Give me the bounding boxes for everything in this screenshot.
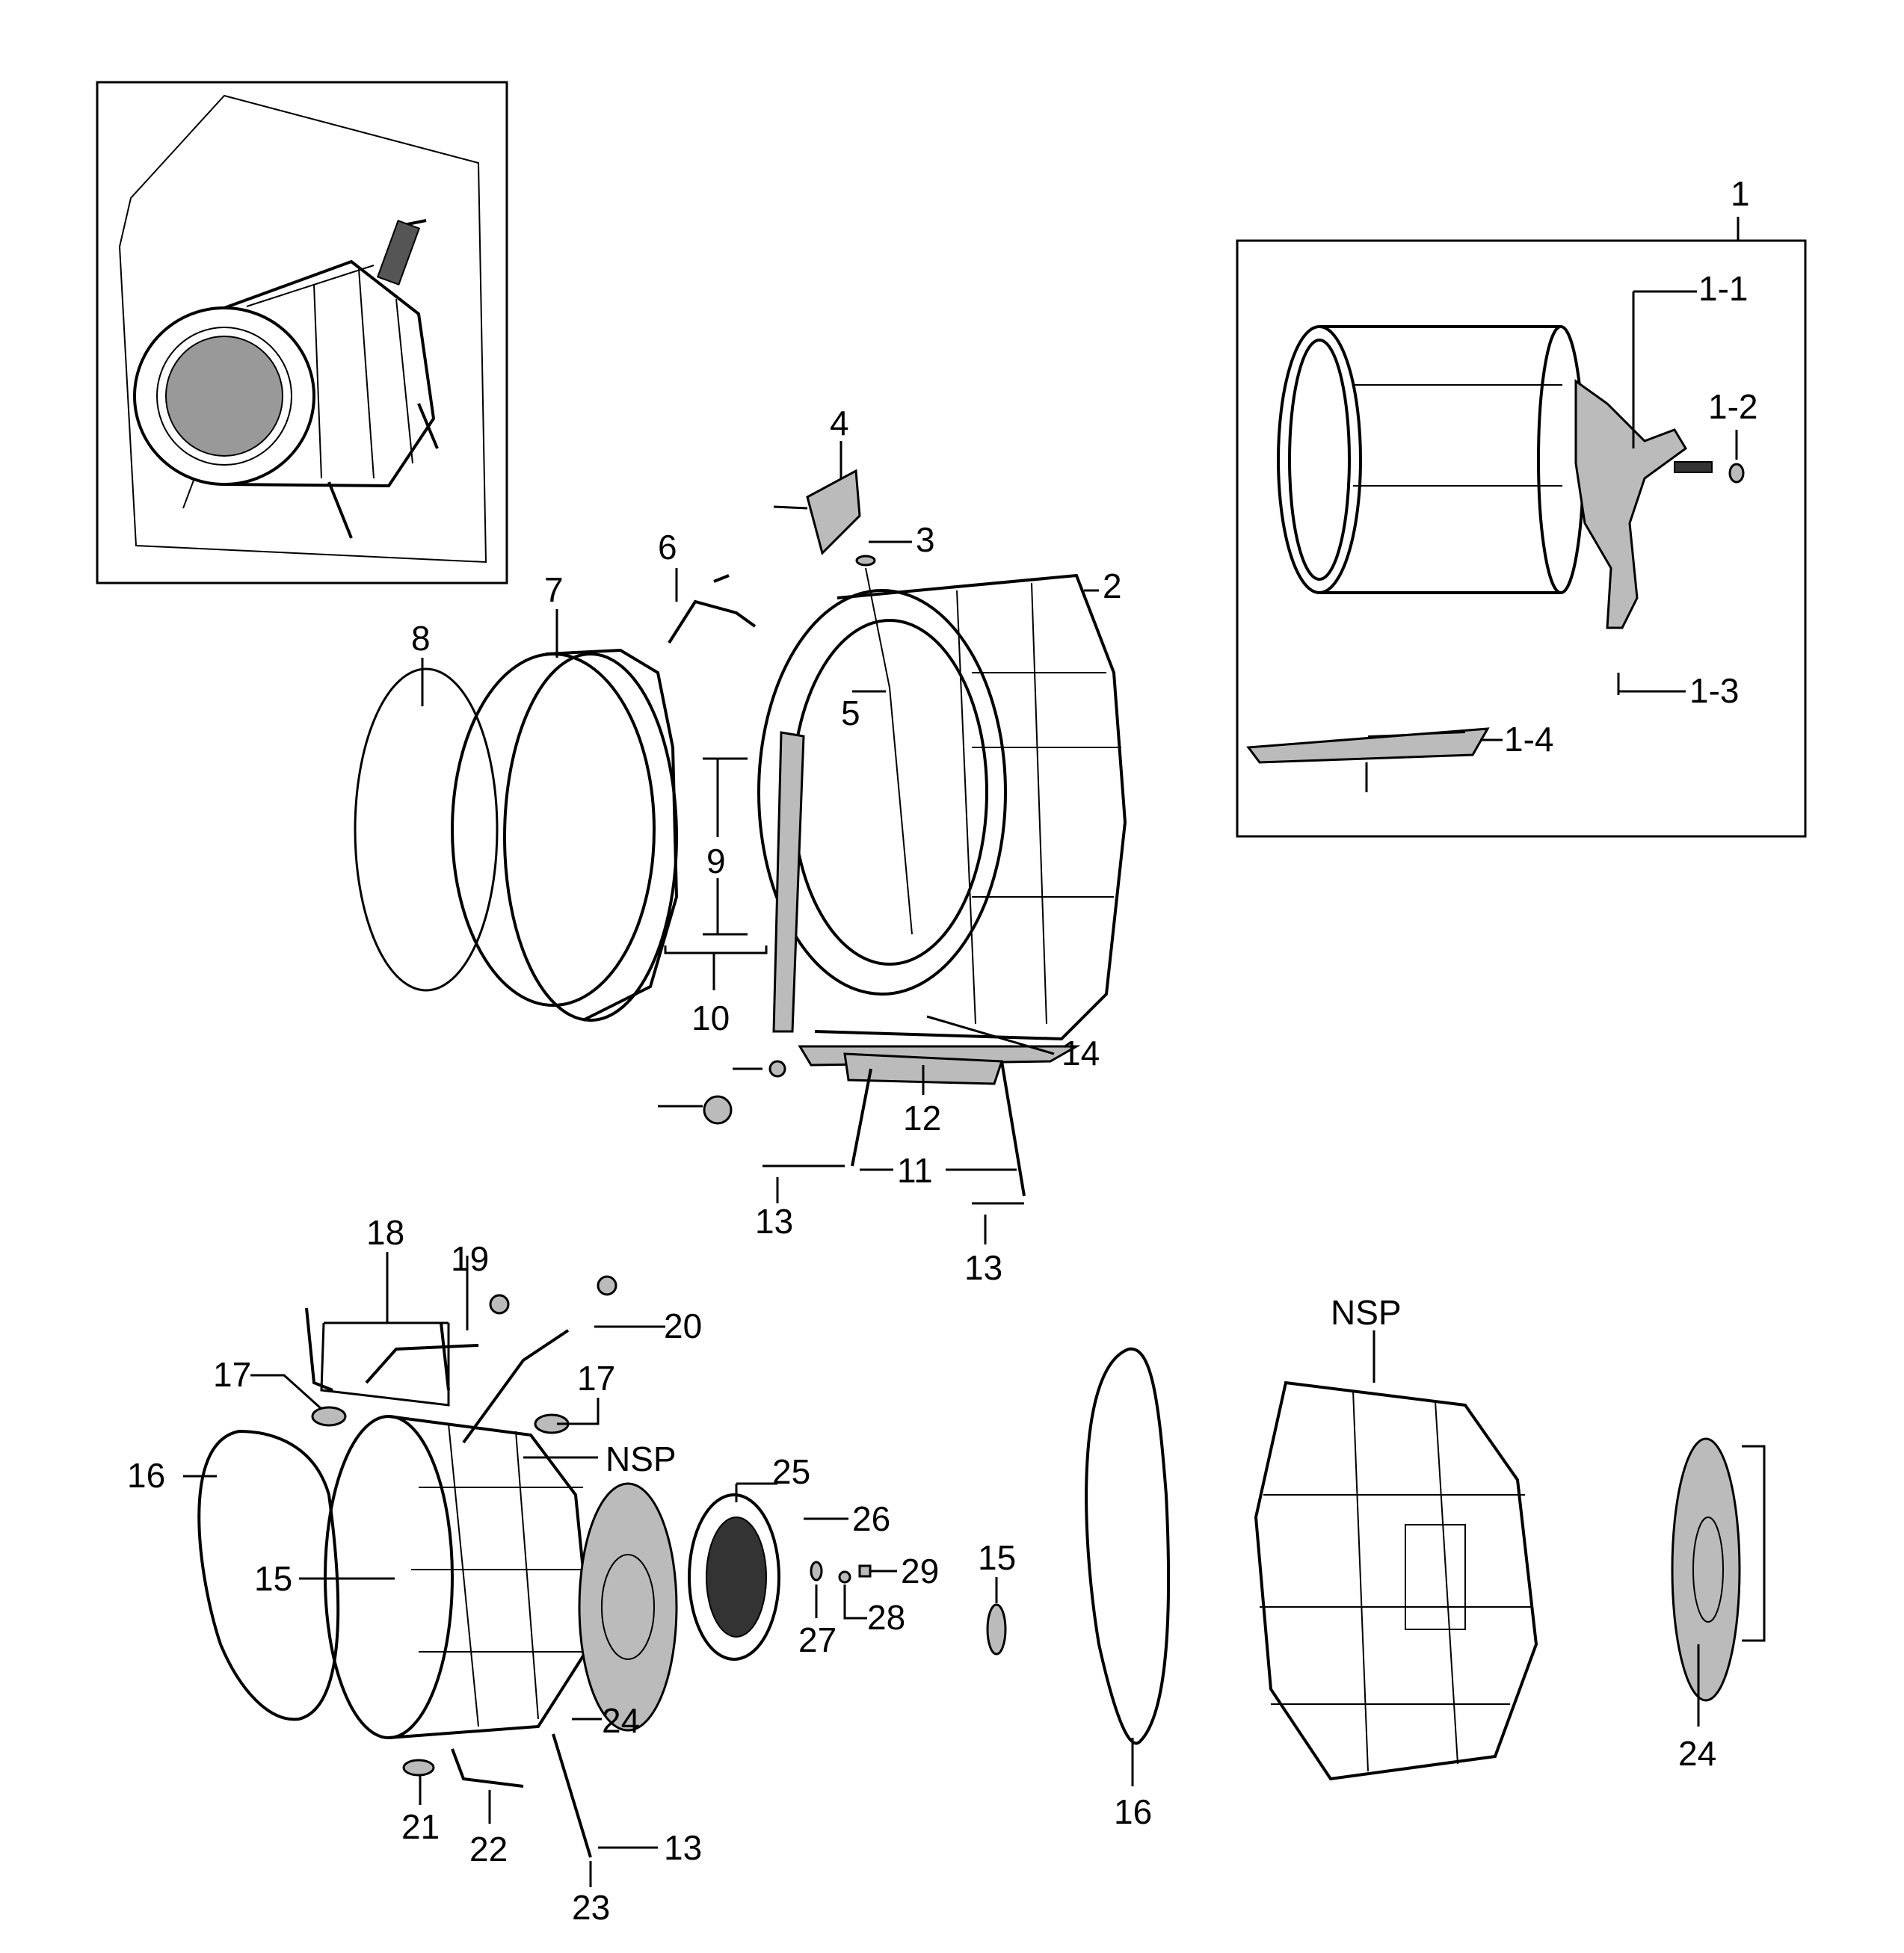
callout-2: 2	[1103, 567, 1122, 605]
callout-1-2: 1-2	[1708, 387, 1757, 426]
callout-6: 6	[658, 528, 677, 567]
callout-3: 3	[916, 520, 935, 559]
callout-1: 1	[1731, 174, 1750, 213]
callout-16: 16	[1114, 1792, 1152, 1831]
tub-rear-detail	[986, 1330, 1766, 1786]
callout-11: 11	[897, 1151, 933, 1190]
callout-labels: 1 1-1 1-2 1-3 1-4 2 3 4 5 6 7 8 9 10 11 …	[127, 174, 1757, 1927]
drum-assembly-box	[1236, 217, 1807, 838]
callout-14: 14	[1062, 1034, 1100, 1073]
callout-8: 8	[411, 619, 431, 658]
callout-10: 10	[691, 999, 730, 1037]
callout-25: 25	[772, 1452, 810, 1491]
callout-4: 4	[830, 404, 849, 442]
callout-24: 24	[602, 1701, 640, 1740]
tub-front-assembly	[354, 441, 1127, 1244]
callout-17: 17	[213, 1355, 251, 1394]
callout-17: 17	[577, 1359, 615, 1398]
callout-5: 5	[841, 694, 860, 732]
callout-1-4: 1-4	[1504, 720, 1553, 759]
callout-21: 21	[401, 1807, 440, 1846]
callout-9: 9	[706, 842, 726, 880]
callout-26: 26	[852, 1499, 890, 1538]
callout-13: 13	[755, 1202, 793, 1241]
callout-1-1: 1-1	[1698, 269, 1748, 308]
callout-22: 22	[469, 1830, 508, 1869]
callout-13: 13	[964, 1248, 1002, 1287]
callout-15: 15	[254, 1559, 292, 1598]
callout-19: 19	[451, 1239, 489, 1278]
callout-nsp: NSP	[1331, 1293, 1402, 1332]
callout-7: 7	[544, 570, 564, 609]
callout-29: 29	[901, 1552, 939, 1591]
callout-1-3: 1-3	[1689, 671, 1739, 710]
callout-13: 13	[664, 1828, 702, 1867]
callout-18: 18	[366, 1213, 404, 1252]
callout-nsp: NSP	[606, 1440, 677, 1478]
callout-23: 23	[572, 1888, 610, 1927]
callout-27: 27	[798, 1620, 837, 1659]
callout-28: 28	[867, 1598, 905, 1637]
callout-24: 24	[1678, 1734, 1716, 1773]
callout-20: 20	[664, 1306, 702, 1345]
callout-12: 12	[903, 1099, 941, 1138]
tub-rear-assembly	[183, 1252, 897, 1887]
assembled-tub-inset	[96, 81, 508, 584]
callout-15: 15	[978, 1538, 1016, 1577]
callout-16: 16	[127, 1456, 165, 1495]
